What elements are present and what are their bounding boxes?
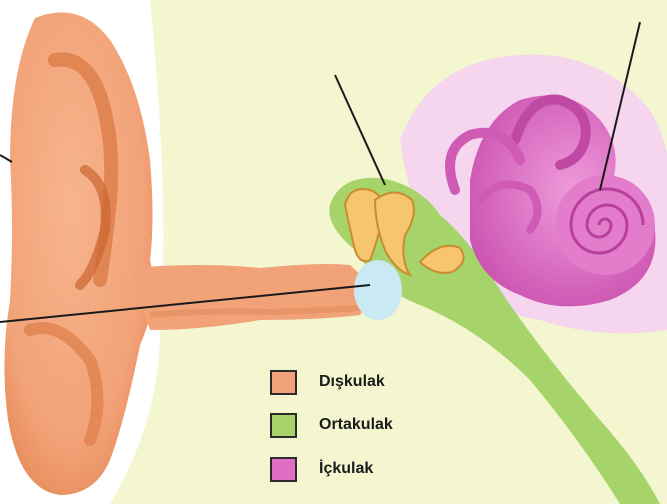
legend-swatch-middle-ear <box>270 413 297 438</box>
legend-label-inner-ear: İçkulak <box>319 460 373 478</box>
cochlea <box>555 175 655 275</box>
legend-item-inner-ear: İçkulak <box>270 454 373 484</box>
legend-swatch-outer-ear <box>270 370 297 395</box>
legend-label-outer-ear: Dışkulak <box>319 373 385 391</box>
auricle <box>4 12 153 495</box>
legend-item-outer-ear: Dışkulak <box>270 367 385 397</box>
legend-label-middle-ear: Ortakulak <box>319 416 393 434</box>
legend-swatch-inner-ear <box>270 457 297 482</box>
eardrum <box>354 260 402 320</box>
legend-item-middle-ear: Ortakulak <box>270 410 393 440</box>
